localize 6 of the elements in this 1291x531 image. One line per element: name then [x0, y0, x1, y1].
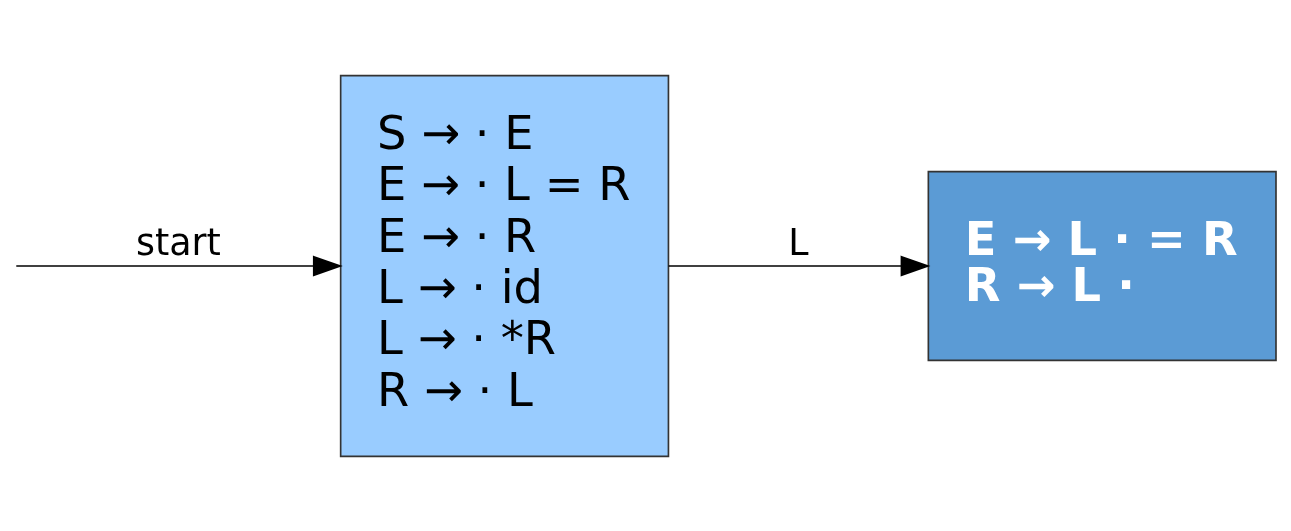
arrow — [15, 255, 343, 276]
arrow — [667, 255, 931, 276]
node-box: S → · E E → · L = R E → · R L → · id L → · *R R → · L — [339, 74, 670, 457]
node-box: E → L · = R R → L · — [927, 170, 1277, 361]
edge-label: L — [788, 220, 809, 264]
edge-label: start — [136, 220, 221, 264]
